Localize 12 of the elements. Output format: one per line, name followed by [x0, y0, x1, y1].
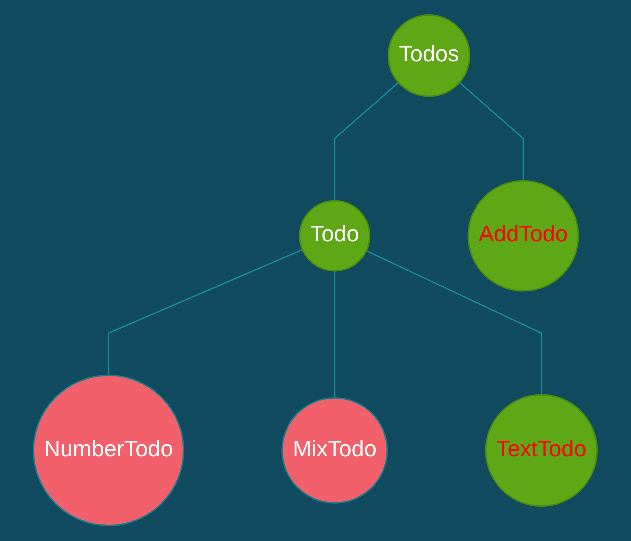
node-circle — [388, 14, 471, 98]
tree-diagram: Todos Todo AddTodo NumberTodo MixTodo TextTodo — [4, 4, 627, 537]
connector — [108, 249, 304, 376]
connector — [334, 82, 400, 202]
connector — [366, 250, 542, 395]
node-circle — [299, 200, 371, 272]
connector — [459, 82, 524, 182]
node-circle — [282, 397, 388, 504]
node-circle — [32, 374, 185, 526]
node-circle — [468, 180, 580, 292]
node-circle — [485, 394, 598, 508]
connector — [334, 271, 336, 398]
